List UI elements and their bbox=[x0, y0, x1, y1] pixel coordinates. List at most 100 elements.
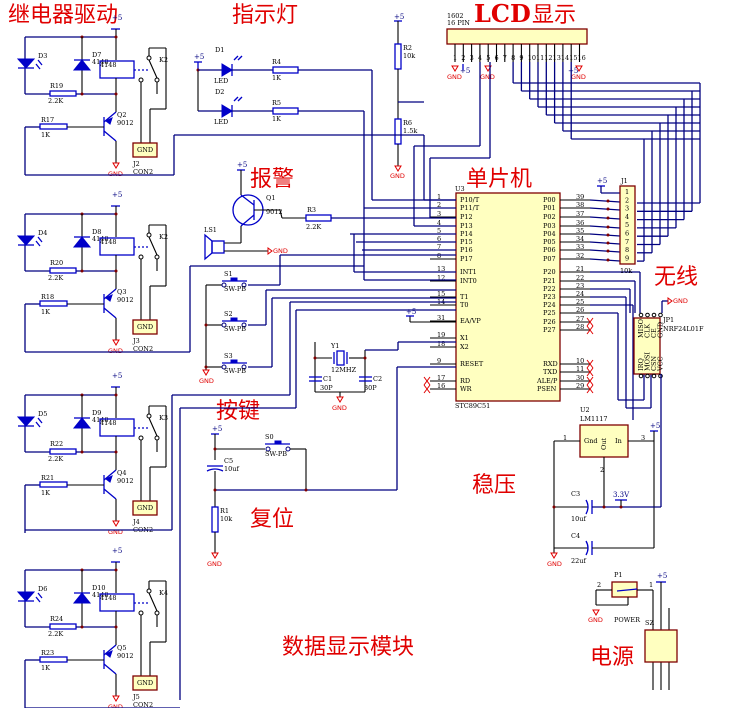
mcu-pin-num: 11 bbox=[576, 365, 584, 373]
switch-contact bbox=[241, 282, 247, 288]
transistor-icon bbox=[105, 294, 113, 302]
diode-ref: D10 bbox=[92, 584, 105, 592]
transistor-ref: Q2 bbox=[117, 111, 126, 119]
gnd-label: GND bbox=[108, 170, 123, 178]
mcu-pin-num: 27 bbox=[576, 315, 584, 323]
lcd-pin-num: 4 bbox=[478, 54, 482, 62]
mcu-pin-name: RXD bbox=[543, 360, 558, 368]
mcu-ref: U3 bbox=[455, 185, 465, 193]
connector-mark: GND bbox=[137, 146, 153, 154]
mcu-pin-num: 8 bbox=[437, 252, 441, 260]
j1-body bbox=[619, 185, 636, 265]
coil-val: 4148 bbox=[100, 594, 117, 602]
nrf-pin: GND bbox=[657, 322, 665, 338]
j1-pin-num: 9 bbox=[625, 254, 629, 262]
r6-val: 1.5k bbox=[403, 127, 417, 135]
power-block: P1 2 1 GND POWER +5 SZ bbox=[588, 571, 678, 690]
j1-pin-num: 8 bbox=[625, 246, 629, 254]
title-indicator: 指示灯 bbox=[232, 3, 298, 28]
mcu-model: STC89C51 bbox=[455, 402, 490, 410]
diode-ref: D9 bbox=[92, 409, 101, 417]
no-connect-icon bbox=[423, 384, 431, 394]
mcu-pin-name: P13 bbox=[460, 222, 473, 230]
gnd-label: GND bbox=[108, 703, 123, 708]
mcu-pin-name: INT1 bbox=[460, 268, 477, 276]
title-display-module: 数据显示模块 bbox=[282, 635, 414, 660]
diode-icon bbox=[72, 236, 92, 248]
r3-val: 2.2K bbox=[306, 223, 321, 231]
r-base-val: 1K bbox=[41, 308, 50, 316]
r-led-ref: R22 bbox=[50, 440, 63, 448]
vcc-label: +5 bbox=[394, 13, 404, 21]
mcu-pin-num: 1 bbox=[437, 193, 441, 201]
vcc-label: +5 bbox=[406, 308, 416, 316]
j1-pin-num: 6 bbox=[625, 230, 629, 238]
title-keys: 按键 bbox=[216, 399, 260, 424]
mcu-pin-name: EA/VP bbox=[460, 317, 481, 325]
vcc-label: +5 bbox=[460, 67, 470, 75]
mcu-pin-name: P16 bbox=[460, 246, 473, 254]
gnd-label: GND bbox=[207, 560, 222, 568]
vcc-label: +5 bbox=[194, 53, 204, 61]
r5-ref: R5 bbox=[272, 99, 281, 107]
nrf-model: NRF24L01F bbox=[663, 325, 704, 333]
mcu-pin-name: PSEN bbox=[537, 385, 557, 393]
lcd-pin-num: 2 bbox=[461, 54, 465, 62]
mcu-pin-name: INT0 bbox=[460, 277, 477, 285]
mcu-pin-name: X1 bbox=[460, 334, 469, 342]
pushbutton-icon bbox=[230, 317, 238, 322]
c3-val: 10uf bbox=[571, 515, 586, 523]
nrf-pin: CSN bbox=[650, 356, 658, 371]
speaker-icon bbox=[211, 240, 225, 254]
lcd-body bbox=[446, 28, 588, 45]
no-connect-icon bbox=[586, 325, 594, 335]
gnd-label: GND bbox=[588, 616, 603, 624]
coil-val: 4148 bbox=[100, 238, 117, 246]
mcu-pin-num: 16 bbox=[437, 382, 445, 390]
mcu-pin-num: 18 bbox=[437, 340, 445, 348]
resistor-icon bbox=[49, 448, 77, 455]
r3-ref: R3 bbox=[307, 206, 316, 214]
gnd-icon bbox=[112, 339, 120, 346]
divider-block: +5 R2 10k R6 1.5k GND bbox=[390, 13, 424, 180]
relay-ref: K2 bbox=[159, 56, 168, 64]
mcu-pin-name: P11/T bbox=[460, 204, 480, 212]
mcu-pin-name: P00 bbox=[543, 196, 556, 204]
mcu-pin-num: 2 bbox=[437, 201, 441, 209]
mcu-pin-num: 26 bbox=[576, 306, 584, 314]
connector-val: CON2 bbox=[133, 168, 153, 176]
mcu-pin-name: WR bbox=[460, 385, 473, 393]
c2-ref: C2 bbox=[373, 375, 382, 383]
connector-val: CON2 bbox=[133, 701, 153, 708]
connector-ref: J4 bbox=[132, 518, 140, 526]
mcu-pin-name: P12 bbox=[460, 213, 473, 221]
vcc-label: +5 bbox=[112, 191, 122, 199]
mcu-pin-num: 9 bbox=[437, 357, 441, 365]
lcd-pin-num: 8 bbox=[511, 54, 515, 62]
gnd-icon bbox=[667, 297, 673, 305]
transistor-ref: Q3 bbox=[117, 288, 126, 296]
key-ref: S3 bbox=[224, 352, 233, 360]
title-reset: 复位 bbox=[250, 507, 294, 532]
mcu-pin-num: 13 bbox=[437, 265, 445, 273]
mcu-pin-num: 17 bbox=[437, 374, 445, 382]
d2-ref: D2 bbox=[215, 88, 224, 96]
led-icon bbox=[221, 104, 233, 118]
vcc-label: +5 bbox=[568, 67, 578, 75]
c4-ref: C4 bbox=[571, 532, 580, 540]
mcu-pin-name: P22 bbox=[543, 285, 556, 293]
q1-ref: Q1 bbox=[266, 194, 275, 202]
mcu-pin-name: P04 bbox=[543, 230, 556, 238]
mcu-pin-num: 29 bbox=[576, 382, 584, 390]
led-ref: D3 bbox=[38, 52, 47, 60]
lcd-pin-num: 5 bbox=[486, 54, 490, 62]
c5-val: 10uf bbox=[224, 465, 239, 473]
wires: +5 bbox=[25, 62, 491, 708]
mcu-pin-name: T0 bbox=[460, 301, 468, 309]
gnd-icon bbox=[112, 520, 120, 527]
vcc-label: +5 bbox=[657, 572, 667, 580]
p1-val: POWER bbox=[614, 616, 641, 624]
vcc-label: +5 bbox=[112, 547, 122, 555]
j1-pin-num: 3 bbox=[625, 205, 629, 213]
